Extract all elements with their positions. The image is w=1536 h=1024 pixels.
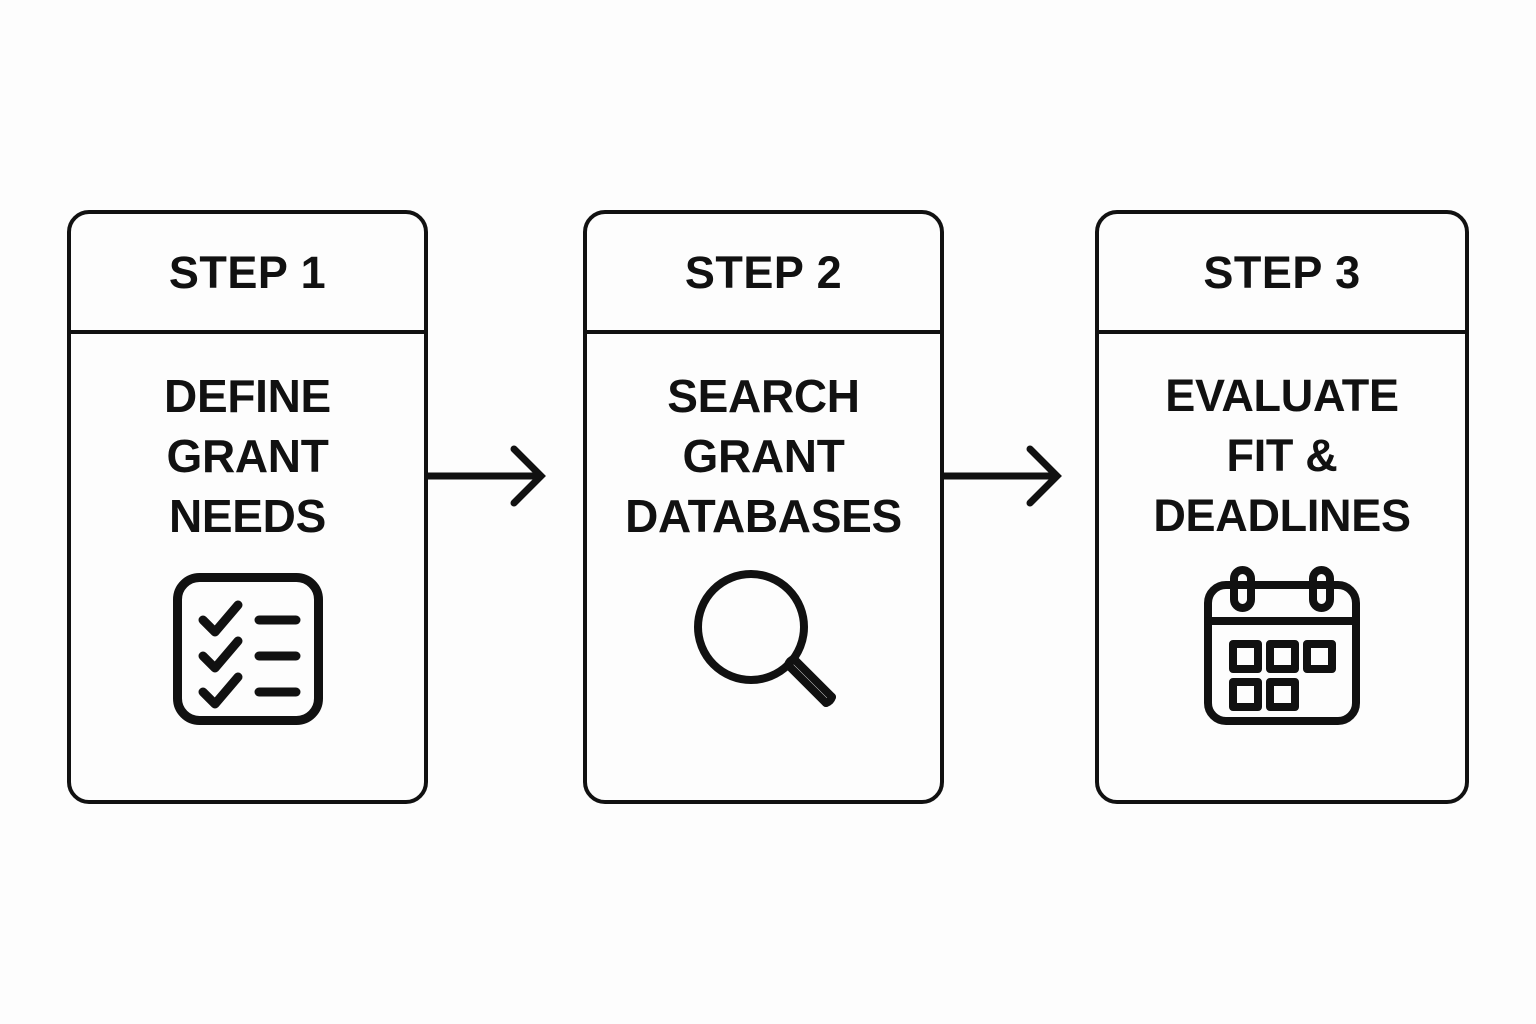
step-card-3-icon-area (1203, 566, 1361, 726)
step-card-3-title: EVALUATE FIT & DEADLINES (1153, 370, 1411, 541)
step-card-3-header: STEP 3 (1099, 214, 1465, 334)
step-card-3[interactable]: STEP 3 EVALUATE FIT & DEADLINES (1095, 210, 1469, 804)
step-card-1[interactable]: STEP 1 DEFINE GRANT NEEDS (67, 210, 428, 804)
step-card-3-body: EVALUATE FIT & DEADLINES (1099, 334, 1465, 800)
arrow-step2-to-step3 (944, 441, 1079, 511)
step-card-2[interactable]: STEP 2 SEARCH GRANT DATABASES (583, 210, 944, 804)
step-card-2-title: SEARCH GRANT DATABASES (625, 370, 902, 542)
step-card-1-title: DEFINE GRANT NEEDS (164, 370, 331, 542)
step-card-1-header-label: STEP 1 (168, 246, 327, 298)
step-card-1-header: STEP 1 (71, 214, 424, 334)
step-card-2-header-label: STEP 2 (684, 246, 843, 298)
step-card-2-icon-area (688, 564, 840, 724)
checklist-icon (172, 573, 323, 725)
magnifying-glass-icon (693, 570, 836, 707)
step-card-1-icon-area (172, 572, 324, 726)
step-card-1-body: DEFINE GRANT NEEDS (71, 334, 424, 800)
step-card-3-header-label: STEP 3 (1203, 246, 1361, 298)
step-card-2-header: STEP 2 (587, 214, 940, 334)
arrow-right-icon (428, 445, 546, 507)
calendar-icon (1204, 566, 1360, 725)
step-card-2-body: SEARCH GRANT DATABASES (587, 334, 940, 800)
arrow-step1-to-step2 (428, 441, 563, 511)
arrow-right-icon (944, 445, 1062, 507)
